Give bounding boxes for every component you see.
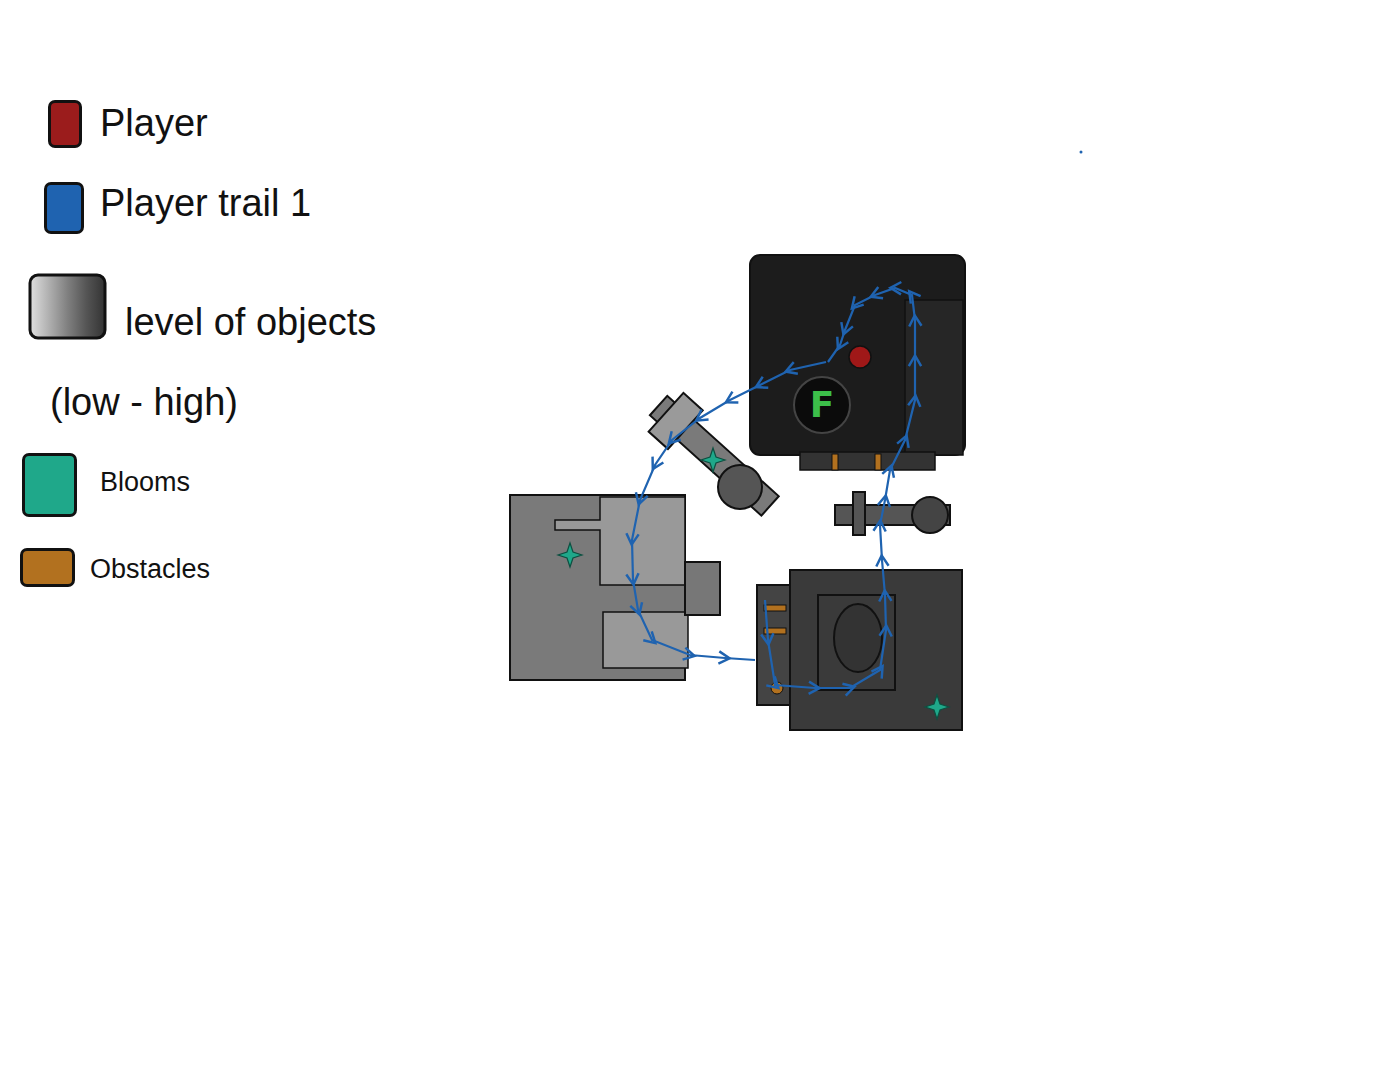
legend-swatch [22, 453, 77, 517]
legend-label: Player trail 1 [100, 180, 460, 226]
legend-swatch [44, 182, 84, 234]
legend-swatch [48, 100, 82, 148]
legend-label: Player [100, 100, 400, 146]
legend-swatch [20, 548, 75, 587]
legend-label: Obstacles [90, 553, 340, 585]
gradient-swatch [30, 275, 105, 338]
high-block [750, 255, 965, 455]
goal-circle: F [793, 376, 851, 434]
mid-block [790, 570, 962, 730]
goal-letter: F [810, 387, 835, 423]
legend-label: level of objects (low - high) [50, 282, 450, 442]
player-trail [632, 288, 915, 688]
player-marker [849, 346, 871, 368]
legend-label: Blooms [100, 466, 350, 498]
